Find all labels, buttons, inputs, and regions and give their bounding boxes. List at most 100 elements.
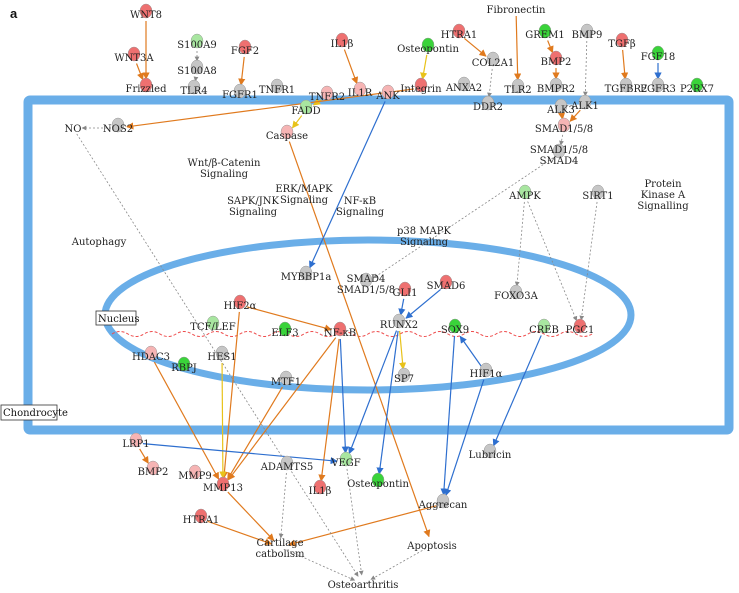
node-aggrecan[interactable]: Aggrecan (418, 493, 468, 511)
edge-runx2-to-sp7 (398, 330, 407, 370)
node-label: BMP9 (572, 30, 603, 41)
node-htra1-bot[interactable]: HTRA1 (183, 508, 220, 526)
node-fgf18[interactable]: FGF18 (641, 45, 676, 63)
node-alk1[interactable]: ALK1 (570, 94, 599, 112)
node-tcflef[interactable]: TCF/LEF (190, 315, 236, 333)
node-bmpr2[interactable]: BMPR2 (537, 77, 575, 95)
node-wnt3a[interactable]: WNT3A (114, 46, 154, 64)
node-shape (537, 318, 551, 334)
node-pgc1[interactable]: PGC1 (566, 318, 595, 336)
node-lrp1[interactable]: LRP1 (122, 432, 150, 450)
node-col2a1[interactable]: COL2A1 (472, 51, 514, 69)
node-tnfr1[interactable]: TNFR1 (259, 78, 295, 96)
node-bmp9[interactable]: BMP9 (572, 23, 603, 41)
node-s100a9[interactable]: S100A9 (177, 33, 217, 51)
node-shape (177, 356, 191, 372)
node-sirt1[interactable]: SIRT1 (582, 184, 614, 202)
node-no[interactable]: NO (65, 124, 82, 135)
node-htra1-top[interactable]: HTRA1 (441, 23, 478, 41)
node-apoptosis[interactable]: Apoptosis (406, 541, 457, 552)
node-mtf1[interactable]: MTF1 (271, 370, 301, 388)
node-fadd[interactable]: FADD (291, 99, 321, 117)
node-alk3[interactable]: ALK3 (546, 98, 575, 116)
node-osteopontin-top[interactable]: Osteopontin (397, 37, 459, 55)
node-autophagy[interactable]: Autophagy (71, 237, 127, 248)
node-il1b-top[interactable]: IL1β (331, 32, 354, 50)
node-runx2[interactable]: RUNX2 (380, 313, 418, 331)
node-osteopontin-bot[interactable]: Osteopontin (347, 472, 409, 490)
node-hdac3[interactable]: HDAC3 (132, 345, 170, 363)
node-wnt8[interactable]: WNT8 (130, 3, 162, 21)
node-smad158-a[interactable]: SMAD1/5/8 (535, 117, 593, 135)
node-bmp2-top[interactable]: BMP2 (541, 50, 572, 68)
node-mmp13[interactable]: MMP13 (203, 476, 243, 494)
node-bmp2-bot[interactable]: BMP2 (138, 460, 169, 478)
node-creb[interactable]: CREB (529, 318, 559, 336)
node-il1b-bot[interactable]: IL1β (309, 479, 332, 497)
node-vegf[interactable]: VEGF (330, 451, 361, 469)
node-label: BMP2 (138, 467, 169, 478)
node-ank[interactable]: ANK (375, 84, 400, 102)
node-label: MMP9 (178, 471, 212, 482)
node-sox9[interactable]: SOX9 (441, 318, 469, 336)
node-shape (129, 432, 143, 448)
node-label: Aggrecan (418, 500, 468, 511)
node-fgfr1[interactable]: FGFR1 (222, 83, 258, 101)
node-fgfr3[interactable]: FGFR3 (640, 77, 676, 95)
node-shape (280, 124, 294, 140)
node-label: BMPR2 (537, 84, 575, 95)
node-elf3[interactable]: ELF3 (271, 321, 299, 339)
edge-integrin-to-nos2 (126, 88, 415, 130)
node-nos2[interactable]: NOS2 (103, 117, 133, 135)
node-label: SMAD6 (427, 281, 466, 292)
node-adamts5[interactable]: ADAMTS5 (260, 455, 314, 473)
node-osteoarthritis[interactable]: Osteoarthritis (328, 580, 399, 591)
node-hif1a[interactable]: HIF1α (470, 362, 503, 380)
node-il1r[interactable]: IL1R (348, 81, 373, 99)
node-label: CREB (529, 325, 559, 336)
node-anxa2[interactable]: ANXA2 (445, 76, 482, 94)
node-ampk[interactable]: AMPK (508, 184, 541, 202)
node-shape (139, 3, 153, 19)
node-label: HDAC3 (132, 352, 170, 363)
node-lubricin[interactable]: Lubricin (469, 443, 512, 461)
node-shape (481, 95, 495, 111)
edge-sirt1-to-pgc1 (579, 201, 598, 321)
panel-label: a (10, 6, 18, 21)
node-tlr2[interactable]: TLR2 (504, 78, 532, 96)
node-p2rx7[interactable]: P2RX7 (680, 77, 714, 95)
node-smad6[interactable]: SMAD6 (427, 274, 466, 292)
node-frizzled[interactable]: Frizzled (126, 77, 168, 95)
node-tgfb[interactable]: TGFβ (608, 32, 636, 50)
node-foxo3a[interactable]: FOXO3A (494, 284, 539, 302)
node-ddr2[interactable]: DDR2 (473, 95, 503, 113)
node-integrin[interactable]: Integrin (400, 77, 442, 95)
node-tgfbr2[interactable]: TGFBR2 (605, 77, 648, 95)
node-tnfr2[interactable]: TNFR2 (309, 85, 345, 103)
node-hes1[interactable]: HES1 (207, 345, 237, 363)
node-nfkb[interactable]: NF-κB (324, 321, 356, 339)
node-hif2a[interactable]: HIF2α (224, 294, 257, 312)
node-grem1[interactable]: GREM1 (525, 23, 565, 41)
node-gli1[interactable]: GLI1 (393, 281, 418, 299)
node-mybbp1a[interactable]: MYBBP1a (281, 265, 332, 283)
node-fgf2[interactable]: FGF2 (231, 39, 259, 57)
node-rbpj[interactable]: RBPJ (171, 356, 197, 374)
node-caspase[interactable]: Caspase (266, 124, 308, 142)
node-mmp9[interactable]: MMP9 (178, 464, 212, 482)
edge-s100a8-to-tlr4 (193, 76, 199, 82)
node-sp7[interactable]: SP7 (394, 367, 414, 385)
node-s100a8[interactable]: S100A8 (177, 59, 217, 77)
node-fibronectin[interactable]: Fibronectin (487, 5, 547, 16)
node-tlr4[interactable]: TLR4 (180, 79, 208, 97)
